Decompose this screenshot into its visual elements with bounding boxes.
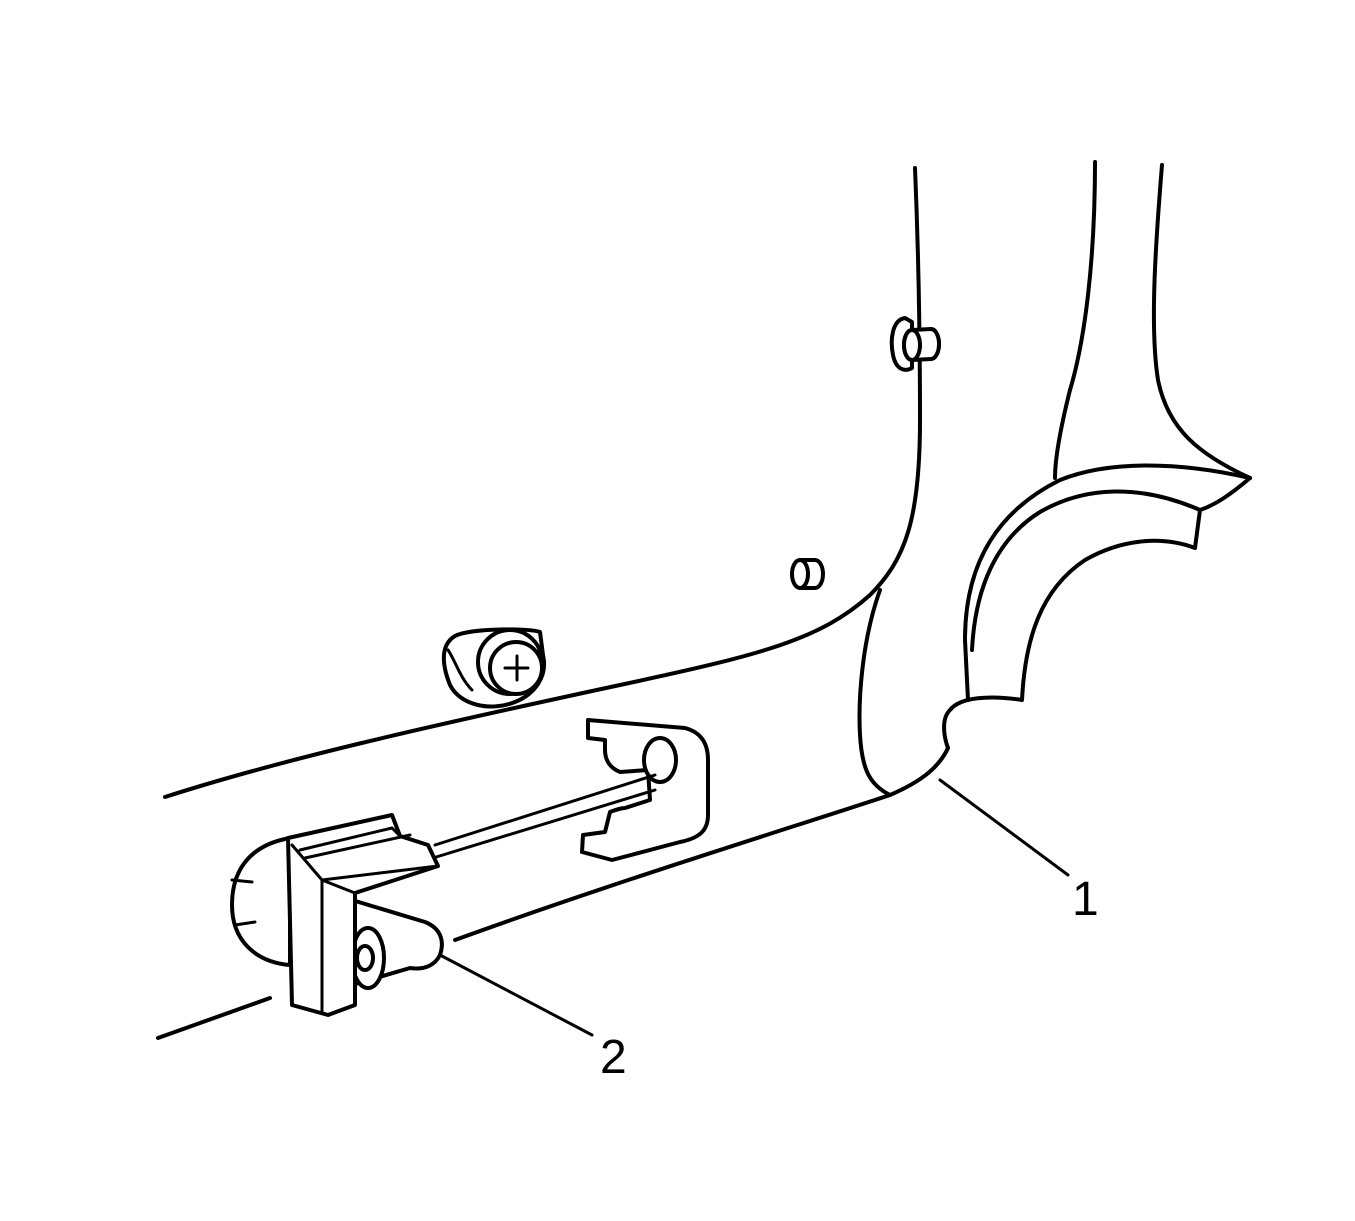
rocker-sill	[156, 746, 950, 1040]
plug	[790, 558, 825, 590]
screw-with-clip	[441, 627, 547, 709]
callout-1-label: 1	[1072, 873, 1099, 926]
rear-pillar	[1053, 160, 1252, 480]
callout-2-label: 2	[600, 1031, 627, 1084]
wheel-arch-flare	[942, 463, 1252, 750]
alignment-line	[433, 773, 657, 847]
callout-2-leader	[438, 953, 594, 1037]
alignment-line-2	[418, 788, 657, 864]
door-opening-outline	[163, 166, 922, 799]
clip-nut-plate	[580, 718, 710, 862]
callout-1-leader	[938, 778, 1070, 877]
lower-retainer-fastener	[230, 813, 444, 1017]
upper-retainer-pin	[889, 316, 941, 372]
